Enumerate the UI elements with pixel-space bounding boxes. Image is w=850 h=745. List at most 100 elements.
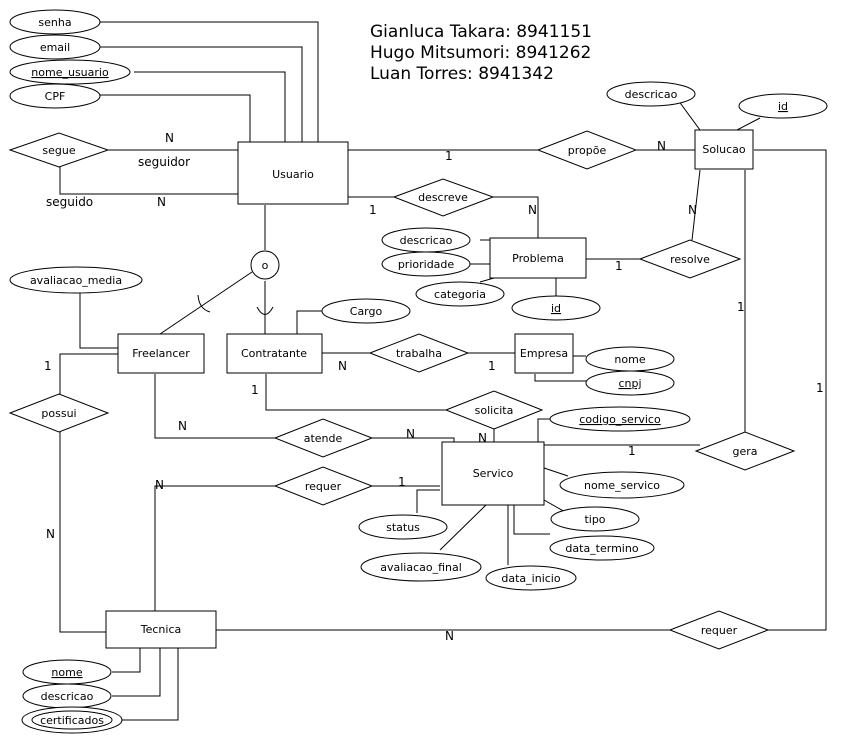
relationship-gera: gera [694, 431, 796, 471]
attribute-data-termino-label: data_termino [565, 542, 638, 555]
attribute-tecnica-nome-label: nome [51, 666, 82, 679]
cardinality-label: 1 [737, 300, 745, 314]
cardinality-label: N [528, 203, 537, 217]
author-line-3: Luan Torres: 8941342 [370, 64, 554, 84]
relationship-segue: segue [8, 132, 110, 168]
attribute-cnpj: cnpj [585, 370, 675, 396]
attribute-cnpj-label: cnpj [618, 377, 641, 390]
entity-solucao: Solucao [694, 129, 754, 170]
attribute-problema-id-label: id [551, 302, 561, 315]
attribute-avaliacao-media-label: avaliacao_media [30, 274, 122, 287]
relationship-possui-label: possui [41, 407, 76, 420]
entity-problema: Problema [489, 237, 587, 279]
cardinality-label: N [478, 431, 487, 445]
cardinality-label: 1 [398, 475, 406, 489]
entity-tecnica-label: Tecnica [140, 623, 181, 636]
entity-usuario: Usuario [237, 141, 349, 205]
role-seguidor-label: seguidor [138, 155, 190, 169]
attribute-nome-usuario: nome_usuario [9, 59, 131, 85]
attribute-cargo: Cargo [321, 298, 411, 324]
cardinality-labels: N N 1 N 1 N N 1 1 1 1 N N 1 1 N N N 1 N … [44, 131, 824, 643]
cardinality-label: 1 [816, 381, 824, 395]
entity-tecnica: Tecnica [105, 610, 217, 649]
attribute-problema-id: id [511, 295, 601, 321]
attribute-data-inicio: data_inicio [485, 565, 577, 591]
relationship-possui: possui [8, 393, 110, 433]
entity-contratante-label: Contratante [241, 347, 307, 360]
attribute-email-label: email [40, 41, 70, 54]
attribute-solucao-id-label: id [778, 100, 788, 113]
attribute-status-label: status [386, 521, 420, 534]
relationship-solicita-label: solicita [475, 404, 514, 417]
author-line-1: Gianluca Takara: 8941151 [370, 22, 592, 42]
attribute-tipo: tipo [550, 506, 640, 532]
attribute-nome-servico: nome_servico [559, 471, 685, 499]
entity-empresa-label: Empresa [520, 347, 568, 360]
attribute-empresa-nome-label: nome [614, 353, 645, 366]
specialization-label: o [262, 259, 269, 272]
relationship-descreve-label: descreve [418, 191, 468, 204]
attribute-nome-servico-label: nome_servico [584, 479, 660, 492]
attribute-solucao-descricao-label: descricao [625, 88, 678, 101]
cardinality-label: 1 [369, 203, 377, 217]
entity-freelancer: Freelancer [117, 333, 205, 374]
entity-contratante: Contratante [226, 333, 323, 374]
entity-empresa: Empresa [514, 333, 574, 374]
cardinality-label: 1 [488, 359, 496, 373]
cardinality-label: N [338, 359, 347, 373]
attribute-cpf: CPF [9, 83, 101, 109]
attribute-data-termino: data_termino [549, 535, 655, 561]
attribute-cpf-label: CPF [45, 90, 66, 103]
attribute-prioridade: prioridade [381, 251, 471, 277]
relationship-resolve: resolve [638, 239, 742, 279]
attribute-tecnica-descricao-label: descricao [41, 690, 94, 703]
attribute-status: status [358, 514, 448, 540]
relationship-segue-label: segue [42, 144, 75, 157]
attribute-solucao-descricao: descricao [606, 81, 696, 107]
relationship-trabalha: trabalha [368, 333, 470, 373]
attribute-certificados-label: certificados [40, 714, 104, 727]
connection-lines [59, 21, 827, 721]
entity-solucao-label: Solucao [702, 143, 746, 156]
relationship-requer-servico-label: requer [305, 480, 342, 493]
relationship-requer-solucao-label: requer [701, 624, 738, 637]
attribute-nome-usuario-label: nome_usuario [31, 66, 109, 79]
cardinality-label: 1 [251, 383, 259, 397]
entity-servico-label: Servico [473, 467, 514, 480]
relationship-propoe-label: propõe [568, 144, 607, 157]
relationship-gera-label: gera [732, 445, 757, 458]
attribute-tipo-label: tipo [584, 513, 605, 526]
attribute-avaliacao-final-label: avaliacao_final [380, 561, 462, 574]
cardinality-label: N [406, 427, 415, 441]
attribute-data-inicio-label: data_inicio [501, 572, 560, 585]
attribute-solucao-id: id [738, 93, 828, 119]
cardinality-label: N [688, 203, 697, 217]
attribute-empresa-nome: nome [585, 346, 675, 372]
attribute-categoria-label: categoria [434, 288, 486, 301]
attribute-cargo-label: Cargo [350, 305, 383, 318]
relationship-requer-solucao: requer [668, 610, 770, 650]
relationship-trabalha-label: trabalha [396, 347, 442, 360]
attribute-senha: senha [9, 9, 101, 35]
relationship-atende: atende [273, 418, 374, 458]
role-seguido-label: seguido [46, 195, 93, 209]
entity-servico: Servico [441, 441, 545, 506]
cardinality-label: N [165, 131, 174, 145]
cardinality-label: N [445, 629, 454, 643]
relationship-resolve-label: resolve [670, 253, 710, 266]
relationship-atende-label: atende [304, 432, 343, 445]
cardinality-label: N [178, 419, 187, 433]
specialization-circle: o [250, 250, 280, 280]
attribute-certificados: certificados [21, 706, 123, 734]
attribute-avaliacao-final: avaliacao_final [360, 552, 482, 582]
author-line-2: Hugo Mitsumori: 8941262 [370, 43, 591, 63]
cardinality-label: N [157, 195, 166, 209]
cardinality-label: 1 [445, 149, 453, 163]
attribute-prioridade-label: prioridade [398, 258, 455, 271]
attribute-tecnica-nome: nome [22, 659, 112, 685]
attribute-codigo-servico: codigo_servico [549, 406, 691, 432]
attribute-email: email [9, 34, 101, 60]
cardinality-label: N [657, 139, 666, 153]
attribute-tecnica-descricao: descricao [22, 683, 112, 709]
